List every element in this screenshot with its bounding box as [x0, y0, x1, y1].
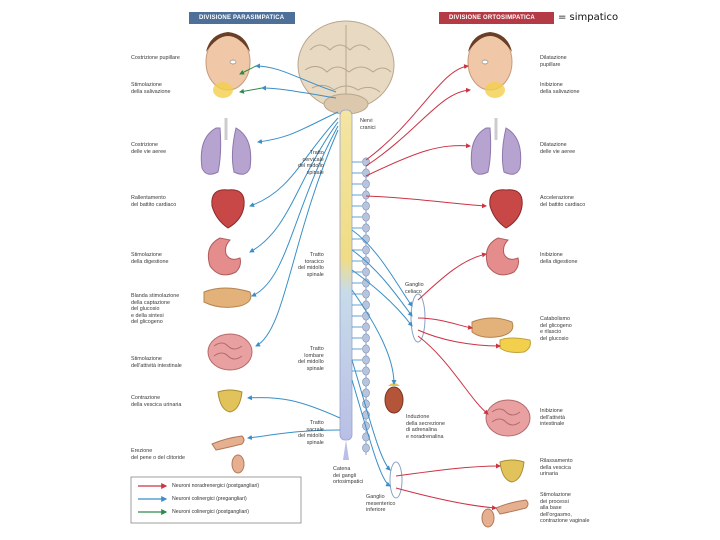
label-celiac-ganglion: Ganglio celiaco — [405, 282, 424, 295]
intestine-left — [207, 333, 253, 371]
para-path-heart — [249, 117, 339, 208]
chain-ganglion — [362, 388, 370, 398]
label-digestion-stimulation: Stimolazione della digestione — [131, 252, 169, 265]
label-airway-dilation: Dilatazione delle vie aeree — [540, 142, 576, 155]
genitals-right — [481, 499, 529, 528]
orto-path-bladder — [395, 463, 501, 477]
mesenteric-ganglion — [389, 461, 403, 499]
orto-path-genitals — [395, 487, 497, 511]
adrenal-kidney — [384, 383, 404, 414]
stomach-left — [207, 237, 241, 276]
sympathetic-chain — [352, 157, 370, 455]
label-bladder-relaxation: Rilassamento della vescica urinaria — [540, 458, 573, 478]
label-erection: Erezione del pene o del clitoride — [131, 448, 185, 461]
chain-ganglion — [362, 212, 370, 222]
chain-ganglion — [362, 355, 370, 365]
sympathetic-note: = simpatico — [558, 12, 619, 23]
chain-ganglion — [362, 344, 370, 354]
chain-ganglion — [362, 377, 370, 387]
sympathetic-header: DIVISIONE ORTOSIMPATICA — [439, 12, 554, 24]
head-right — [467, 32, 513, 98]
label-sympathetic-chain: Catena dei gangli ortosimpatici — [333, 466, 364, 486]
label-adrenaline-secretion: Induzione della secrezione di adrenalina… — [406, 414, 445, 440]
para-path-pupil — [255, 63, 337, 93]
lungs-left — [200, 118, 252, 175]
chain-ganglion — [362, 443, 370, 453]
orto-path-pancreas — [417, 329, 501, 349]
stomach-right — [485, 237, 519, 276]
chain-ganglion — [362, 190, 370, 200]
legend-cholinergic-pre: Neuroni colinergici (pregangliari) — [172, 496, 247, 502]
orto-path-intestine — [417, 335, 489, 415]
parasympathetic-pathways — [239, 63, 341, 440]
chain-ganglion — [362, 432, 370, 442]
orto-path-stomach — [417, 252, 487, 301]
label-glycogen-catabolism: Catabolismo del glicogeno e rilascio del… — [540, 316, 572, 342]
sympathetic-pathways — [351, 64, 501, 511]
chain-ganglion — [362, 201, 370, 211]
label-heart-slowing: Rallentamento del battito cardiaco — [131, 195, 177, 208]
chain-ganglion — [362, 366, 370, 376]
label-thoracic-tract: Tratto toracico del midollo spinale — [298, 252, 324, 278]
legend — [130, 476, 302, 524]
pancreas-right — [471, 317, 531, 353]
head-left — [205, 32, 251, 98]
orto-path-pupil — [365, 64, 469, 161]
label-airway-constriction: Costrizione delle vie aeree — [131, 142, 167, 155]
para-path-stomach — [249, 121, 339, 253]
para-path-bladder — [247, 395, 341, 419]
label-saliva-stimulation: Stimolazione della salivazione — [131, 82, 171, 95]
label-cervical-tract: Tratto cervicale del midollo spinale — [298, 150, 324, 176]
orto-path-heart — [365, 195, 487, 209]
chain-ganglion — [362, 267, 370, 277]
legend-noradrenergic: Neuroni noradrenergici (postgangliari) — [172, 483, 260, 489]
label-pupil-constriction: Costrizione pupillare — [131, 55, 180, 61]
chain-ganglion — [362, 289, 370, 299]
label-saliva-inhibition: Inibizione della salivazione — [540, 82, 580, 95]
chain-ganglion — [362, 322, 370, 332]
chain-ganglion — [362, 157, 370, 167]
chain-ganglion — [362, 223, 370, 233]
label-bladder-contraction: Contrazione della vescica urinaria — [131, 395, 182, 408]
brain — [297, 20, 395, 115]
chain-ganglion — [362, 179, 370, 189]
para-path-genitals — [247, 429, 341, 440]
intestine-right — [485, 399, 531, 437]
label-sacral-tract: Tratto sacrale del midollo spinale — [298, 420, 324, 446]
label-intestine-inhibition: Inibizione dell'attività intestinale — [540, 408, 566, 428]
label-orgasm-stimulation: Stimolazione dei processi alla base dell… — [540, 492, 590, 525]
chain-ganglion — [362, 245, 370, 255]
label-cranial-nerves: Nervi cranici — [360, 118, 376, 131]
orto-path-lungs — [365, 143, 471, 177]
para-path-saliva — [261, 85, 337, 99]
lungs-right — [470, 118, 522, 175]
parasympathetic-header: DIVISIONE PARASIMPATICA — [189, 12, 295, 24]
orto-path-saliva — [365, 87, 471, 167]
para-path-intestine — [255, 129, 339, 347]
orto-path-liver — [417, 317, 473, 330]
legend-cholinergic-post: Neuroni colinergici (postgangliari) — [172, 509, 249, 515]
bladder-left — [217, 389, 243, 413]
heart-right — [489, 189, 523, 229]
label-pupil-dilation: Dilatazione pupillare — [540, 55, 567, 68]
label-digestion-inhibition: Inibizione della digestione — [540, 252, 578, 265]
label-lumbar-tract: Tratto lombare del midollo spinale — [298, 346, 324, 372]
para-path-pancreas — [251, 125, 339, 297]
label-glucose-uptake: Blanda stimolazione della captazione del… — [131, 293, 180, 326]
heart-left — [211, 189, 245, 229]
label-heart-acceleration: Accelerazione del battito cardiaco — [540, 195, 586, 208]
label-mesenteric-ganglion: Ganglio mesenterico inferiore — [366, 494, 396, 514]
genitals-left — [211, 435, 245, 474]
spinal-cord — [339, 109, 353, 460]
bladder-right — [499, 459, 525, 483]
chain-ganglion — [362, 333, 370, 343]
label-intestine-stimulation: Stimolazione dell'attività intestinale — [131, 356, 182, 369]
pancreas-left — [203, 287, 252, 308]
para-path-lungs — [257, 111, 339, 144]
